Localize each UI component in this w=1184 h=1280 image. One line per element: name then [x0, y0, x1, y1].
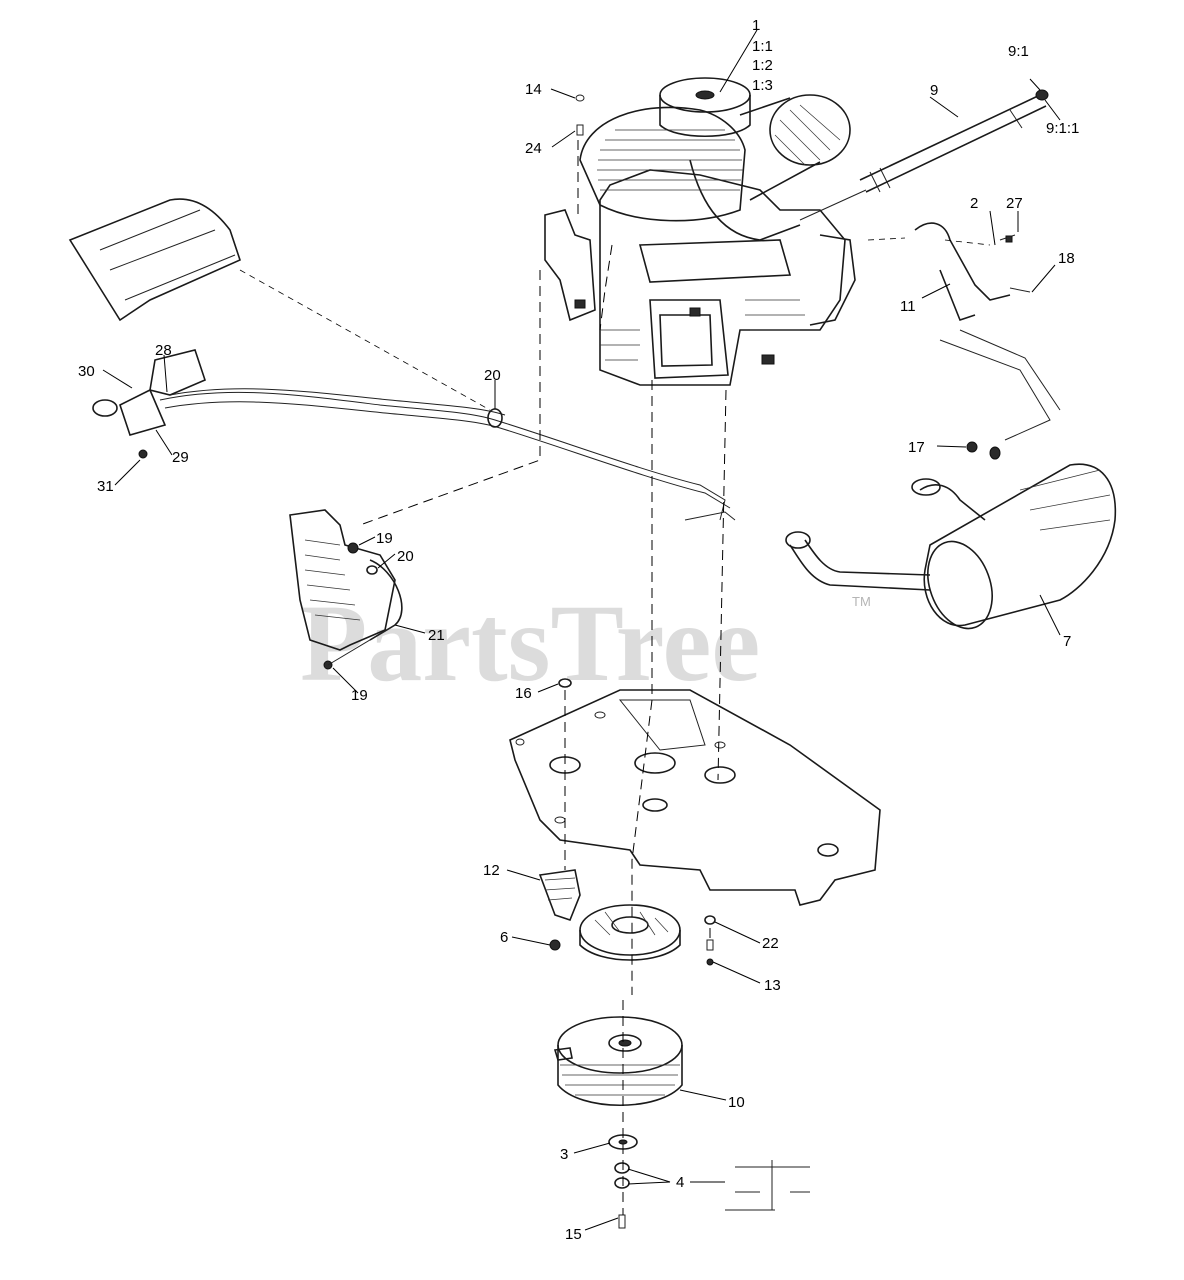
- label-3: 3: [560, 1146, 568, 1163]
- label-20-top: 20: [484, 367, 501, 384]
- nuts-17: [966, 441, 1001, 460]
- label-18: 18: [1058, 250, 1075, 267]
- deck-plate: [509, 689, 881, 906]
- leader-lines: [102, 29, 1061, 1231]
- engine-pulley: [579, 904, 681, 961]
- label-29: 29: [172, 449, 189, 466]
- washer-16: [558, 678, 572, 688]
- label-21: 21: [428, 627, 445, 644]
- engine-assembly: [544, 77, 856, 386]
- label-1: 1: [752, 17, 760, 34]
- label-30: 30: [78, 363, 95, 380]
- label-7: 7: [1063, 633, 1071, 650]
- label-20-bracket: 20: [397, 548, 414, 565]
- muffler: [785, 463, 1117, 630]
- label-27: 27: [1006, 195, 1023, 212]
- clutch-stop-bracket: [538, 869, 581, 951]
- label-15: 15: [565, 1226, 582, 1243]
- label-4: 4: [676, 1174, 684, 1191]
- label-13: 13: [764, 977, 781, 994]
- label-31: 31: [97, 478, 114, 495]
- spacer-detail: [725, 1160, 810, 1211]
- label-12: 12: [483, 862, 500, 879]
- throttle-cables: [159, 388, 736, 521]
- fasteners-14-24: [575, 94, 585, 136]
- label-6: 6: [500, 929, 508, 946]
- label-1-3: 1:3: [752, 77, 773, 94]
- label-14: 14: [525, 81, 542, 98]
- key-22-bolt-13: [704, 915, 716, 966]
- pto-clutch: [553, 1016, 683, 1106]
- exhaust-bracket: [914, 222, 1061, 441]
- washers-and-bolt: [608, 1134, 638, 1229]
- label-24: 24: [525, 140, 542, 157]
- label-2: 2: [970, 195, 978, 212]
- throttle-control: [68, 198, 241, 459]
- label-1-2: 1:2: [752, 57, 773, 74]
- assembly-centerlines: [239, 140, 991, 1215]
- label-9: 9: [930, 82, 938, 99]
- label-28: 28: [155, 342, 172, 359]
- dipstick-tube: [799, 89, 1049, 221]
- label-22: 22: [762, 935, 779, 952]
- label-19-top: 19: [376, 530, 393, 547]
- label-9-1-1: 9:1:1: [1046, 120, 1079, 137]
- label-9-1: 9:1: [1008, 43, 1029, 60]
- part-labels: 1 1:1 1:2 1:3 14 24 9 9:1 9:1:1 2 27 18 …: [78, 17, 1079, 1243]
- watermark-text: PartsTree: [300, 582, 760, 704]
- label-10: 10: [728, 1094, 745, 1111]
- label-11: 11: [900, 298, 916, 315]
- label-19-bottom: 19: [351, 687, 368, 704]
- throttle-bracket: [289, 509, 403, 670]
- watermark-trademark: TM: [852, 594, 871, 609]
- label-16: 16: [515, 685, 532, 702]
- label-17: 17: [908, 439, 925, 456]
- label-1-1: 1:1: [752, 38, 773, 55]
